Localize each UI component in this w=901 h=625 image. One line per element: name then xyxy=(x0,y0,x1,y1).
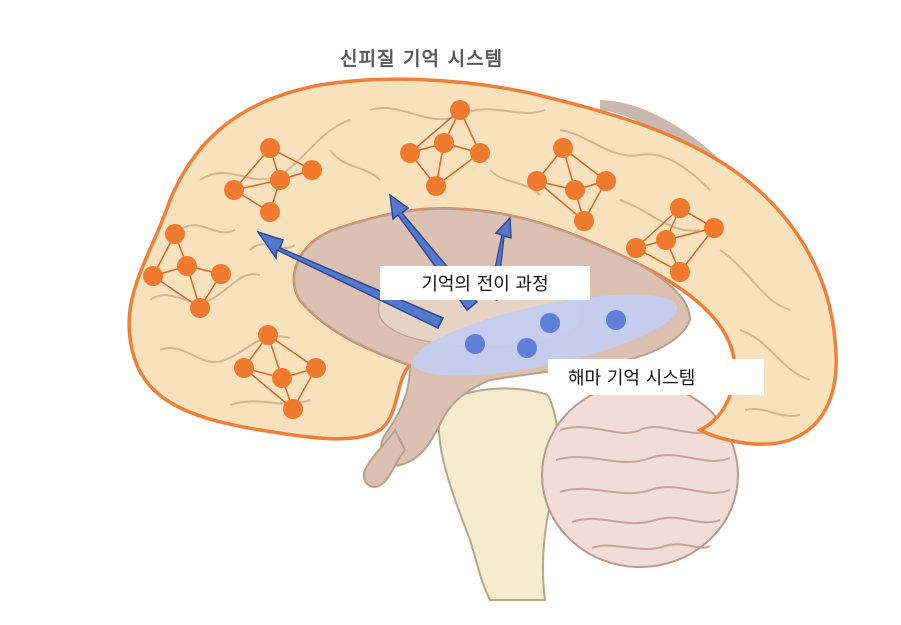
hippocampus-node xyxy=(540,313,560,333)
neuron-nodes xyxy=(143,100,724,419)
pituitary-stalk xyxy=(362,428,407,488)
hippocampus-node xyxy=(465,334,485,354)
transfer-label: 기억의 전이 과정 xyxy=(380,266,590,300)
arrow-frontal xyxy=(256,230,445,329)
hippocampus-node xyxy=(517,338,537,358)
hippocampus xyxy=(412,294,678,376)
cluster-parietal xyxy=(409,108,482,188)
hippocampus-node xyxy=(606,310,626,330)
cerebellum xyxy=(541,382,739,568)
brainstem xyxy=(437,387,560,601)
hippocampus-label: 해마 기억 시스템 xyxy=(548,359,764,395)
gyri xyxy=(149,107,811,418)
neocortex-title: 신피질 기억 시스템 xyxy=(340,48,504,70)
